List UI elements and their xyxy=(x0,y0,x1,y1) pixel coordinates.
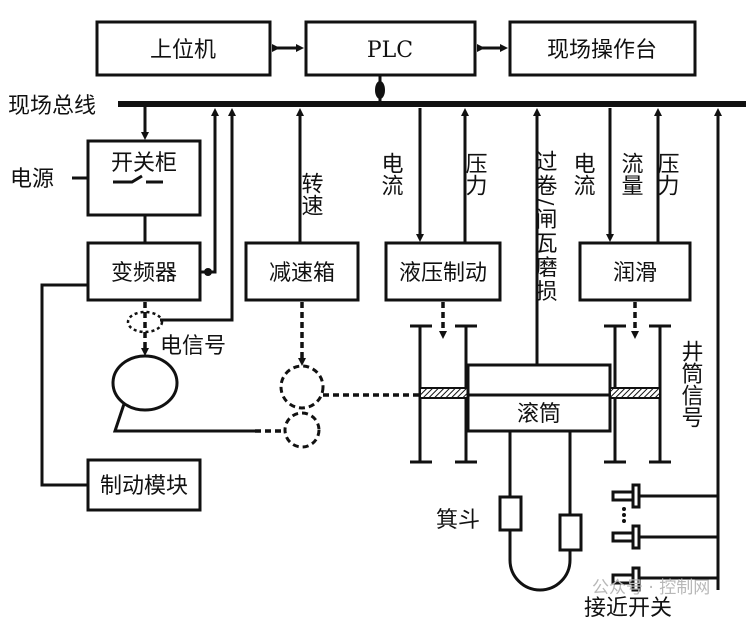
current-sensor-icon xyxy=(126,310,164,334)
proximity-switch-mid-icon xyxy=(611,524,718,550)
shaft-signal-label: 井筒信号 xyxy=(678,340,704,428)
lub-pressure-label: 压力 xyxy=(654,152,680,196)
watermark: 公众号 · 控制网 xyxy=(592,578,710,598)
host-box: 上位机 xyxy=(95,20,272,77)
lub-current-label: 电流 xyxy=(570,152,596,196)
proximity-switch-bottom-icon xyxy=(611,566,718,592)
proximity-switch-top-icon xyxy=(611,483,718,509)
right-shaft-hatched xyxy=(609,387,661,399)
drum-box xyxy=(466,363,612,433)
motor-icon xyxy=(111,354,179,412)
switchgear-box xyxy=(86,139,202,217)
power-label: 电源 xyxy=(10,167,54,192)
brake-module-label: 制动模块 xyxy=(100,474,188,499)
junction-dot xyxy=(204,268,212,276)
skip-label: 箕斗 xyxy=(436,508,480,533)
plc-bus-connector xyxy=(375,81,385,99)
gearbox-label: 减速箱 xyxy=(269,261,335,286)
skip-right-icon xyxy=(558,513,583,552)
fieldbus-label: 现场总线 xyxy=(8,94,96,119)
gear-small-icon xyxy=(283,411,321,449)
hydraulic-brake-box xyxy=(384,241,502,302)
brake-module-box xyxy=(86,458,202,512)
plc-box: PLC xyxy=(304,20,477,77)
hydraulic-brake-label: 液压制动 xyxy=(399,261,487,286)
inverter-to-bus-arrow xyxy=(200,108,219,274)
lubrication-label: 润滑 xyxy=(613,261,657,286)
switch-symbol-icon xyxy=(113,174,163,184)
ellipsis-dots-icon xyxy=(622,507,626,523)
hoist-rope xyxy=(508,431,572,592)
brake-pressure-label: 压力 xyxy=(462,152,488,196)
speed-label: 转速 xyxy=(298,172,324,216)
lubrication-box xyxy=(578,241,692,302)
console-box: 现场操作台 xyxy=(508,20,697,77)
signal-to-bus-arrow xyxy=(160,108,236,322)
electric-signal-label: 电信号 xyxy=(160,334,226,359)
overwind-label: 过卷/闸瓦磨损 xyxy=(532,150,558,303)
drum-label: 滚筒 xyxy=(517,402,561,427)
gear-large-icon xyxy=(279,364,325,410)
proximity-switch-label: 接近开关 xyxy=(584,596,672,621)
gearbox-box xyxy=(244,241,360,302)
inverter-label: 变频器 xyxy=(111,261,177,286)
host-label: 上位机 xyxy=(150,38,216,63)
motor-base xyxy=(112,403,255,433)
inverter-brake-module-link xyxy=(40,283,88,487)
lub-flow-label: 流量 xyxy=(618,152,644,196)
inverter-box xyxy=(86,241,202,302)
plc-label: PLC xyxy=(367,38,413,63)
skip-left-icon xyxy=(498,495,523,532)
console-label: 现场操作台 xyxy=(547,38,657,63)
switchgear-label: 开关柜 xyxy=(111,151,177,176)
left-shaft-hatched xyxy=(419,387,469,399)
brake-current-label: 电流 xyxy=(378,152,404,196)
